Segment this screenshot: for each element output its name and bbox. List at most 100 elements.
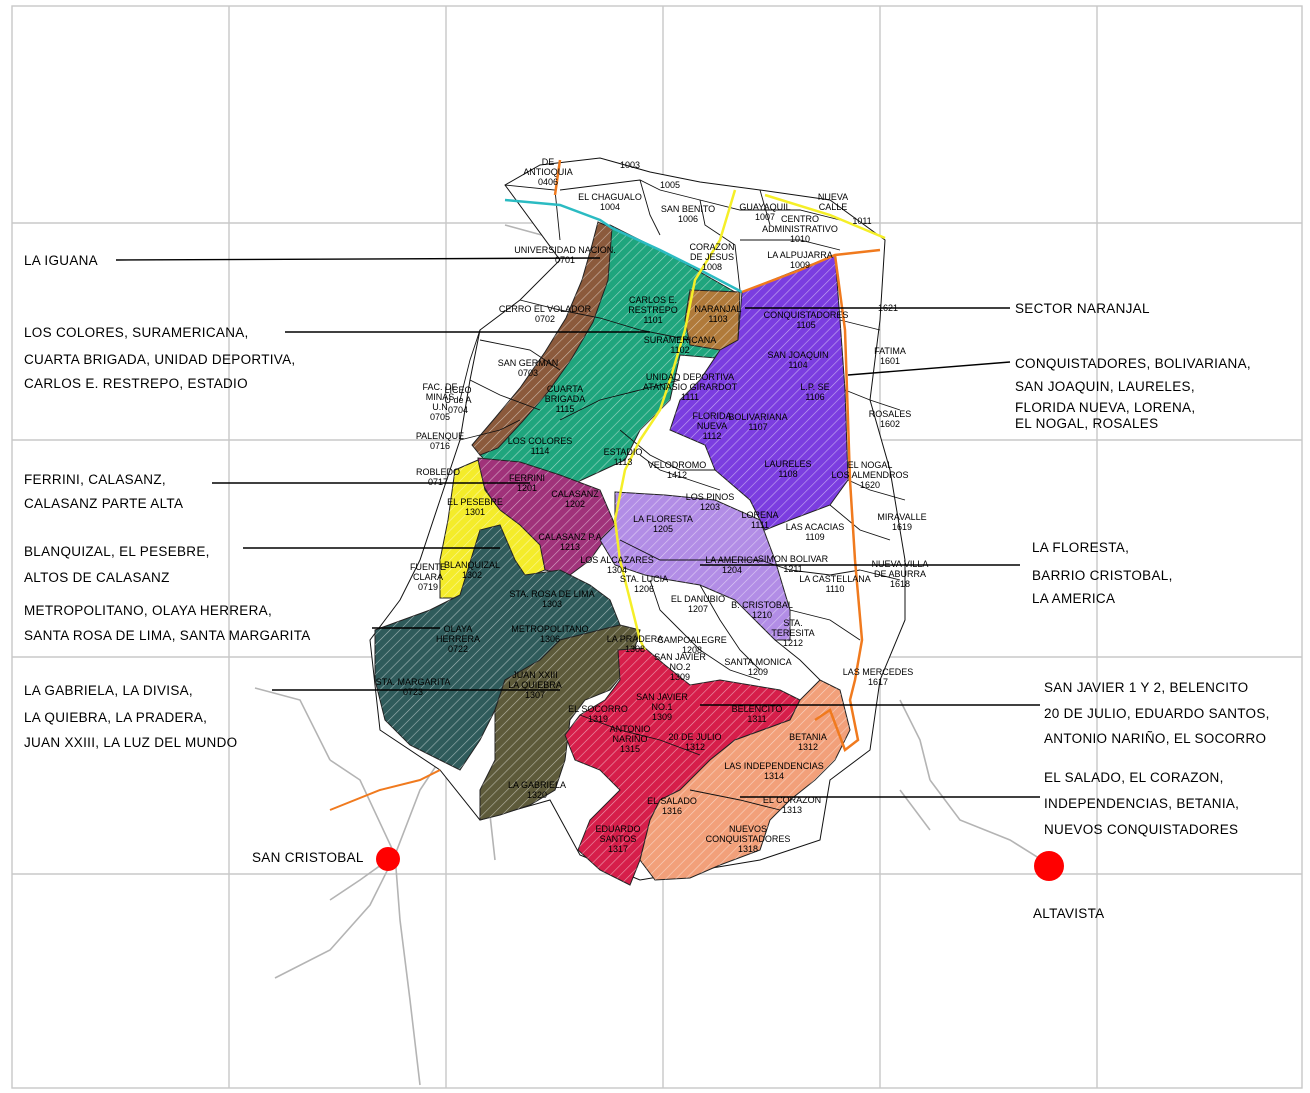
callout-salado: EL SALADO, EL CORAZON, INDEPENDENCIAS, B… xyxy=(1044,770,1243,837)
boundaries xyxy=(459,179,906,811)
callout-blanquizal: BLANQUIZAL, EL PESEBRE, ALTOS DE CALASAN… xyxy=(24,544,214,585)
callout-gabriela: LA GABRIELA, LA DIVISA, LA QUIEBRA, LA P… xyxy=(24,683,237,750)
callout-ferrini: FERRINI, CALASANZ, CALASANZ PARTE ALTA xyxy=(24,472,183,511)
san-cristobal-marker-icon[interactable] xyxy=(376,847,400,871)
altavista-label: ALTAVISTA xyxy=(1033,906,1104,921)
boundary-lines xyxy=(329,159,886,811)
callout-metropolitano: METROPOLITANO, OLAYA HERRERA, SANTA ROSA… xyxy=(24,603,311,643)
callout-colores: LOS COLORES, SURAMERICANA, CUARTA BRIGAD… xyxy=(24,325,300,391)
callout-naranjal: SECTOR NARANJAL xyxy=(1015,301,1150,316)
san-cristobal-label: SAN CRISTOBAL xyxy=(252,850,364,865)
leader-lines xyxy=(115,257,1040,798)
altavista-marker-icon[interactable] xyxy=(1034,851,1064,881)
callout-sanjavier: SAN JAVIER 1 Y 2, BELENCITO 20 DE JULIO,… xyxy=(1044,680,1274,746)
neighborhood-label: UNIVERSIDAD NACION.0701 xyxy=(514,245,616,265)
callout-floresta: LA FLORESTA, BARRIO CRISTOBAL, LA AMERIC… xyxy=(1032,540,1177,606)
neighborhood-label: 1005 xyxy=(660,180,680,190)
neighborhood-label: 1621 xyxy=(878,303,898,313)
zones xyxy=(374,221,851,886)
callout-labels: LA IGUANA LOS COLORES, SURAMERICANA, CUA… xyxy=(24,253,1274,837)
neighborhood-label: 1011 xyxy=(852,216,871,226)
callout-iguana: LA IGUANA xyxy=(24,253,98,268)
markers: SAN CRISTOBAL ALTAVISTA xyxy=(252,847,1104,921)
neighborhood-label: 1003 xyxy=(620,160,640,170)
callout-conquistadores: CONQUISTADORES, BOLIVARIANA, SAN JOAQUIN… xyxy=(1015,356,1255,431)
